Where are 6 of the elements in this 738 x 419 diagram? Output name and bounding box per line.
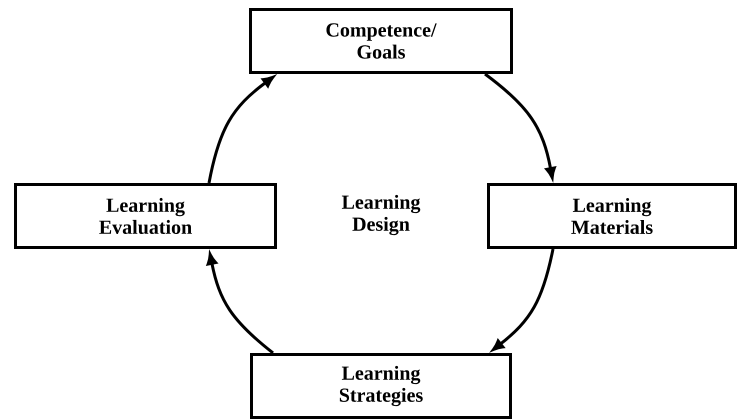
- text-box: Learning Materials: [487, 183, 737, 249]
- arrow: [208, 76, 274, 184]
- center-label: Learning Design: [342, 194, 420, 236]
- text-box: Learning Strategies: [250, 352, 512, 419]
- text-box: Learning Evaluation: [14, 183, 277, 249]
- text-box: Competence/ Goals: [249, 8, 513, 74]
